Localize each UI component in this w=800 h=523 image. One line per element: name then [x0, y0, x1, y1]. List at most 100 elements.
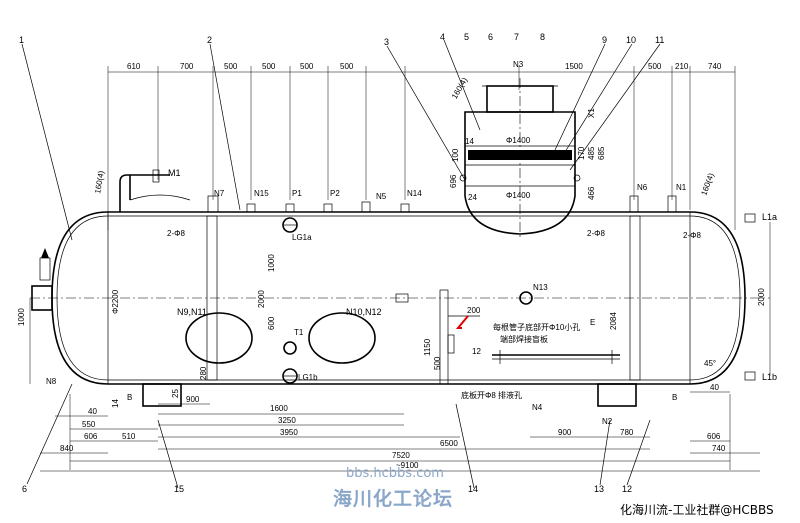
- dim-550: 550: [82, 420, 96, 429]
- callout-10: 10: [626, 35, 636, 45]
- label-n13: N13: [533, 283, 548, 292]
- dim-600: 600: [267, 316, 276, 330]
- dim-24: 24: [468, 193, 477, 202]
- callout-14: 14: [468, 484, 478, 494]
- vessel-shell: [30, 211, 770, 385]
- dim-2000-right: 2000: [757, 288, 766, 306]
- dim-500: 500: [433, 356, 442, 370]
- callout-2: 2: [207, 35, 212, 45]
- saddles: N8 N4 N2 B B: [46, 377, 677, 426]
- ref-2phi8-b: 2-Φ8: [587, 229, 605, 238]
- dim-top-4: 500: [300, 62, 314, 71]
- dim-1000-left: 1000: [17, 308, 26, 326]
- dim-3950: 3950: [280, 428, 298, 437]
- dim-685: 685: [597, 146, 606, 160]
- dim-25-bottom: 25: [171, 389, 180, 398]
- callout-13: 13: [594, 484, 604, 494]
- note-pipe-holes: 每根管子底部开Φ10小孔: [493, 322, 580, 332]
- callout-5: 5: [464, 32, 469, 42]
- label-lg1b: LG1b: [298, 373, 318, 382]
- watermark-group: 化海川流-工业社群@HCBBS: [620, 503, 774, 517]
- label-t1: T1: [294, 328, 304, 337]
- dim-top-3: 500: [262, 62, 276, 71]
- label-n7: N7: [214, 189, 225, 198]
- dim-top-2: 500: [224, 62, 238, 71]
- callout-leaders: 1 2 3 4 5 6 7 8 9 10 11 6 15 14 13 12: [19, 32, 664, 494]
- dim-1000: 1000: [267, 254, 276, 272]
- dim-1150: 1150: [423, 338, 432, 356]
- dim-top-0: 610: [127, 62, 141, 71]
- dim-phi1400-top: Φ1400: [506, 136, 531, 145]
- dim-170: 170: [577, 146, 586, 160]
- label-n3: N3: [513, 60, 524, 69]
- label-l1b: L1b: [762, 372, 777, 382]
- dim-900-right: 900: [558, 428, 572, 437]
- callout-15: 15: [174, 484, 184, 494]
- label-n5: N5: [376, 192, 387, 201]
- label-x1: X1: [587, 108, 596, 118]
- label-n9-n11: N9,N11: [177, 307, 207, 317]
- dim-phi1400: Φ1400: [506, 191, 531, 200]
- dim-900-left: 900: [186, 395, 200, 404]
- callout-9: 9: [602, 35, 607, 45]
- label-l1a: L1a: [762, 212, 777, 222]
- dim-3250: 3250: [278, 416, 296, 425]
- dim-top-6: 1500: [565, 62, 583, 71]
- callout-11: 11: [655, 35, 664, 45]
- dim-840: 840: [60, 444, 74, 453]
- callout-3: 3: [384, 37, 389, 47]
- label-n10-n12: N10,N12: [346, 307, 382, 317]
- dim-280-left: 280: [199, 366, 208, 380]
- dim-160-4-c: 160(4): [699, 172, 715, 197]
- ref-2phi8-c: 2-Φ8: [683, 231, 701, 240]
- dim-14-bottom: 14: [111, 399, 120, 408]
- label-n1: N1: [676, 183, 687, 192]
- dim-top-5: 500: [340, 62, 354, 71]
- label-n15: N15: [254, 189, 269, 198]
- top-dome: N3 Φ1400 Φ1400 160(4) 14 100 696 24 466 …: [449, 60, 606, 240]
- label-n4: N4: [532, 403, 543, 412]
- label-e: E: [590, 318, 595, 327]
- label-lg1a: LG1a: [292, 233, 312, 242]
- dim-14: 14: [465, 137, 474, 146]
- dim-606-right: 606: [707, 432, 721, 441]
- callout-6-top: 6: [488, 32, 493, 42]
- callout-8: 8: [540, 32, 545, 42]
- dim-780: 780: [620, 428, 634, 437]
- dim-12: 12: [472, 347, 481, 356]
- dim-45: 45°: [704, 359, 716, 368]
- dim-top-8: 210: [675, 62, 689, 71]
- callout-6-bottom: 6: [22, 484, 27, 494]
- top-nozzles: M1 N7 N15 P1 P2 N5 N14 N6 N1 160(4) 160(…: [93, 168, 716, 240]
- label-n14: N14: [407, 189, 422, 198]
- watermark-url: bbs.hcbbs.com: [346, 466, 444, 481]
- vessel-internals: N9,N11 N10,N12 LG1a T1 LG1b N13 E 每根管子底部…: [177, 215, 716, 400]
- dim-1600: 1600: [270, 404, 288, 413]
- label-p1: P1: [292, 189, 302, 198]
- label-b-right: B: [672, 393, 677, 402]
- label-p2: P2: [330, 189, 340, 198]
- dim-606-left: 606: [84, 432, 98, 441]
- dim-100: 100: [451, 148, 460, 162]
- dim-740-bottom: 740: [712, 444, 726, 453]
- dim-6500: 6500: [440, 439, 458, 448]
- dim-7520: 7520: [392, 451, 410, 460]
- note-plate: 底板开Φ8 排液孔: [461, 390, 522, 400]
- dim-phi2200: Φ2200: [111, 289, 120, 314]
- dim-485: 485: [587, 146, 596, 160]
- note-pipe-end: 端部焊接盲板: [500, 334, 548, 344]
- callout-7: 7: [514, 32, 519, 42]
- top-dimension-chain: 610 700 500 500 500 500 1500 500 210 740: [107, 62, 736, 230]
- dim-200: 200: [467, 306, 481, 315]
- dim-2000: 2000: [257, 290, 266, 308]
- label-n8: N8: [46, 377, 57, 386]
- label-n2: N2: [602, 417, 613, 426]
- dim-2084: 2084: [609, 312, 618, 330]
- label-n6: N6: [637, 183, 648, 192]
- dim-696: 696: [449, 174, 458, 188]
- dim-top-9: 740: [708, 62, 722, 71]
- callout-12: 12: [622, 484, 632, 494]
- bottom-dimensions: 40 550 606 840 510 900 1600 3250 3950 65…: [40, 383, 760, 472]
- dim-40-right: 40: [710, 383, 719, 392]
